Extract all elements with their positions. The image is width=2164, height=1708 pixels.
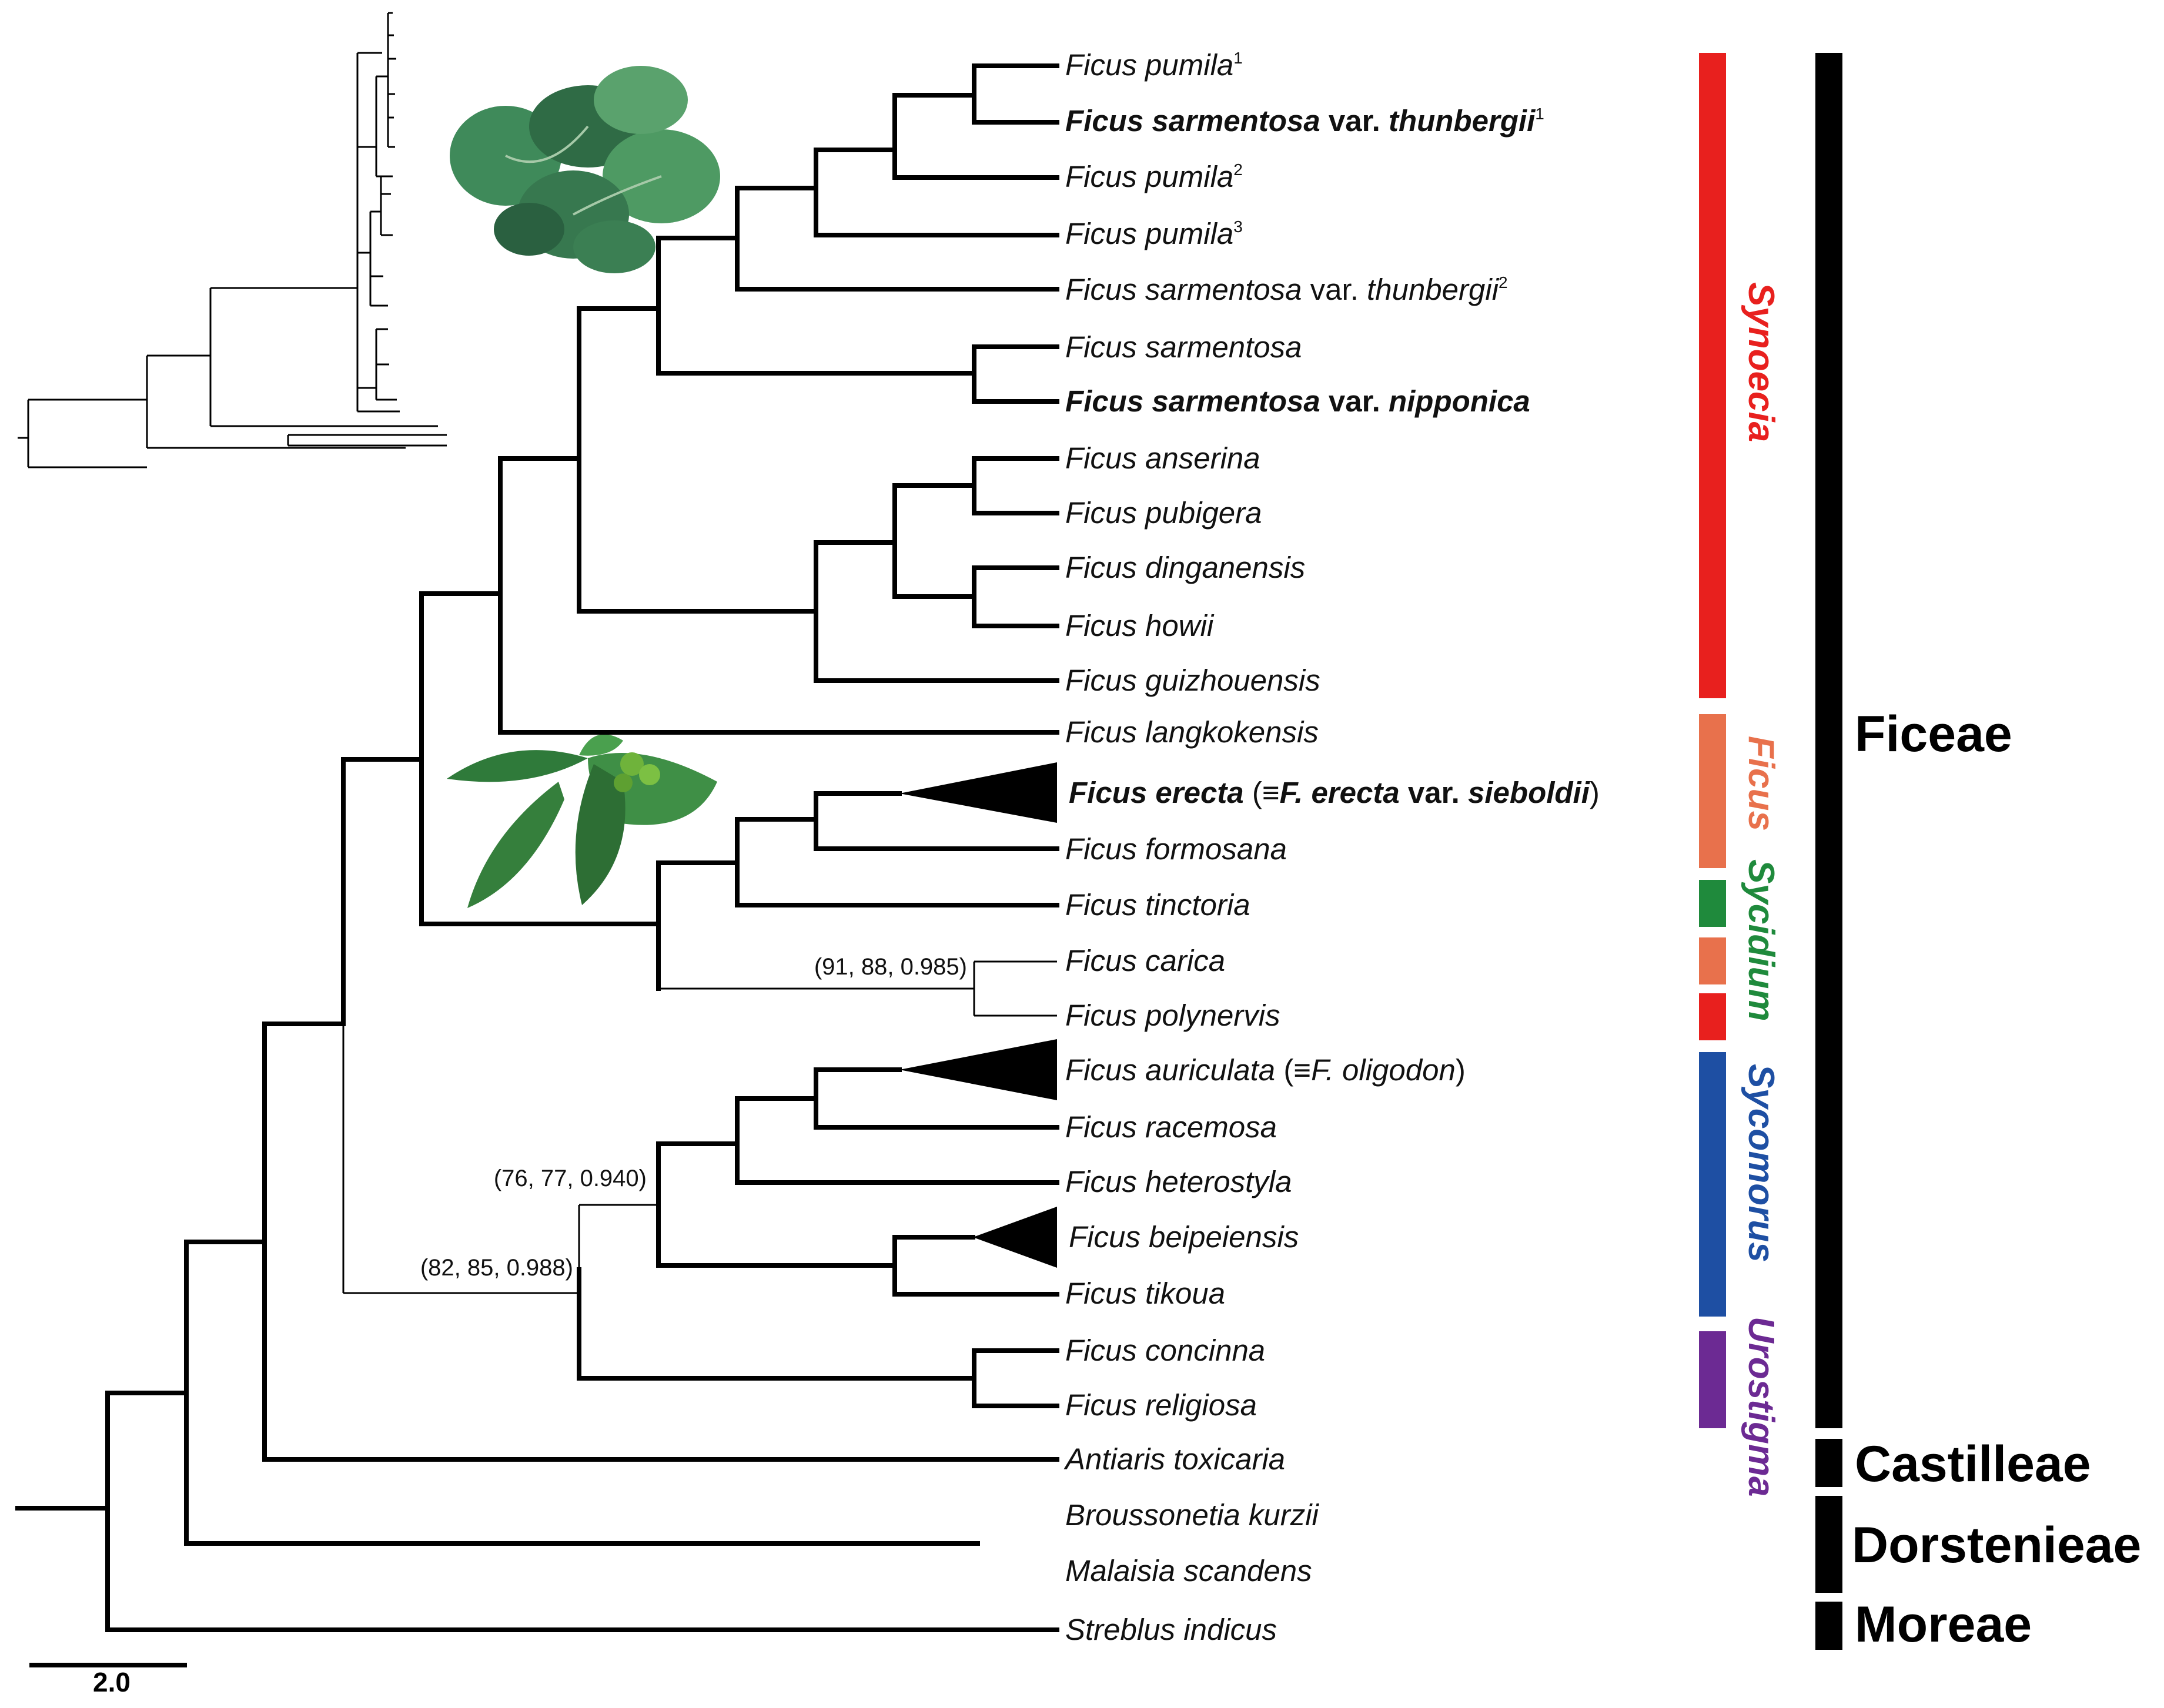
- urostigma-bar: [1699, 1331, 1726, 1428]
- scale-bar: 2.0: [29, 1663, 187, 1697]
- moreae-bar: [1815, 1602, 1842, 1650]
- section-labels: Synoecia Ficus Sycidium Sycomorus Urosti…: [1741, 282, 1781, 1497]
- ficus-label: Ficus: [1741, 736, 1781, 831]
- pumila-leaf-illustration: [450, 66, 720, 273]
- support-values: (91, 88, 0.985) (76, 77, 0.940) (82, 85,…: [420, 954, 967, 1281]
- taxon-label-23: Ficus tikoua: [1065, 1277, 1225, 1310]
- taxon-label-8: Ficus anserina: [1065, 441, 1260, 475]
- sycidium-bar: [1699, 880, 1726, 927]
- support-value-carica: (91, 88, 0.985): [814, 954, 967, 980]
- taxon-label-24: Ficus concinna: [1065, 1334, 1265, 1367]
- tribe-bars: [1815, 53, 1842, 1650]
- ficus-bar-2: [1699, 937, 1726, 984]
- taxon-label-17: Ficus carica: [1065, 944, 1225, 977]
- synoecia-label: Synoecia: [1741, 282, 1781, 442]
- taxon-label-20: Ficus racemosa: [1065, 1110, 1277, 1144]
- tribe-labels: Ficeae Castilleae Dorstenieae Moreae: [1852, 706, 2141, 1653]
- sycomorus-bar: [1699, 1052, 1726, 1317]
- taxon-label-5: Ficus sarmentosa var. thunbergii2: [1065, 273, 1508, 306]
- taxon-label-6: Ficus sarmentosa: [1065, 330, 1302, 364]
- taxon-labels: Ficus pumila1 Ficus sarmentosa var. thun…: [1063, 48, 1600, 1646]
- collapsed-clade-erecta: [899, 762, 1057, 823]
- section-bars: [1699, 53, 1726, 1428]
- dorstenieae-bar: [1815, 1496, 1842, 1593]
- support-value-sycomorus-urostigma: (82, 85, 0.988): [420, 1255, 573, 1281]
- taxon-label-18: Ficus polynervis: [1065, 999, 1280, 1032]
- moreae-label: Moreae: [1855, 1596, 2032, 1653]
- taxon-label-7: Ficus sarmentosa var. nipponica: [1065, 384, 1530, 418]
- taxon-label-11: Ficus howii: [1065, 609, 1215, 642]
- taxon-label-27: Broussonetia kurzii: [1065, 1498, 1320, 1532]
- urostigma-label: Urostigma: [1741, 1317, 1781, 1497]
- synoecia-bar-2: [1699, 993, 1726, 1040]
- scale-bar-label: 2.0: [93, 1667, 131, 1697]
- taxon-label-19: Ficus auriculata (≡F. oligodon): [1065, 1053, 1466, 1087]
- support-value-sycomorus: (76, 77, 0.940): [494, 1166, 647, 1191]
- erecta-leaf-illustration: [447, 734, 717, 908]
- taxon-label-21: Ficus heterostyla: [1065, 1165, 1292, 1198]
- taxon-label-13: Ficus langkokensis: [1065, 715, 1319, 749]
- sycidium-label: Sycidium: [1741, 859, 1781, 1022]
- taxon-label-3: Ficus pumila2: [1065, 160, 1243, 193]
- taxon-label-26: Antiaris toxicaria: [1063, 1442, 1285, 1476]
- weak-support-branches: [342, 960, 1057, 1294]
- taxon-label-29: Streblus indicus: [1065, 1613, 1277, 1646]
- taxon-label-2: Ficus sarmentosa var. thunbergii1: [1065, 104, 1544, 138]
- tree-branches: [15, 63, 1059, 1632]
- taxon-label-28: Malaisia scandens: [1065, 1554, 1312, 1588]
- taxon-label-16: Ficus tinctoria: [1065, 888, 1250, 922]
- taxon-label-9: Ficus pubigera: [1065, 496, 1262, 530]
- taxon-label-1: Ficus pumila1: [1065, 48, 1243, 82]
- taxon-label-14: Ficus erecta (≡F. erecta var. sieboldii): [1069, 776, 1600, 809]
- ficeae-bar: [1815, 53, 1842, 1428]
- dorstenieae-label: Dorstenieae: [1852, 1517, 2141, 1573]
- synoecia-bar: [1699, 53, 1726, 698]
- taxon-label-10: Ficus dinganensis: [1065, 551, 1305, 584]
- taxon-label-4: Ficus pumila3: [1065, 217, 1243, 250]
- collapsed-clades: [899, 762, 1057, 1268]
- taxon-label-25: Ficus religiosa: [1065, 1388, 1257, 1422]
- collapsed-clade-beipeiensis: [973, 1207, 1057, 1268]
- inset-overview-tree: [18, 12, 447, 468]
- castilleae-label: Castilleae: [1855, 1436, 2091, 1492]
- sycomorus-label: Sycomorus: [1741, 1064, 1781, 1262]
- inset-ficus-clade: [210, 12, 400, 413]
- collapsed-clade-auriculata: [899, 1039, 1057, 1100]
- ficeae-label: Ficeae: [1855, 706, 2012, 762]
- ficus-bar: [1699, 714, 1726, 868]
- taxon-label-12: Ficus guizhouensis: [1065, 664, 1320, 697]
- taxon-label-15: Ficus formosana: [1065, 832, 1287, 866]
- taxon-label-22: Ficus beipeiensis: [1069, 1220, 1299, 1254]
- castilleae-bar: [1815, 1439, 1842, 1487]
